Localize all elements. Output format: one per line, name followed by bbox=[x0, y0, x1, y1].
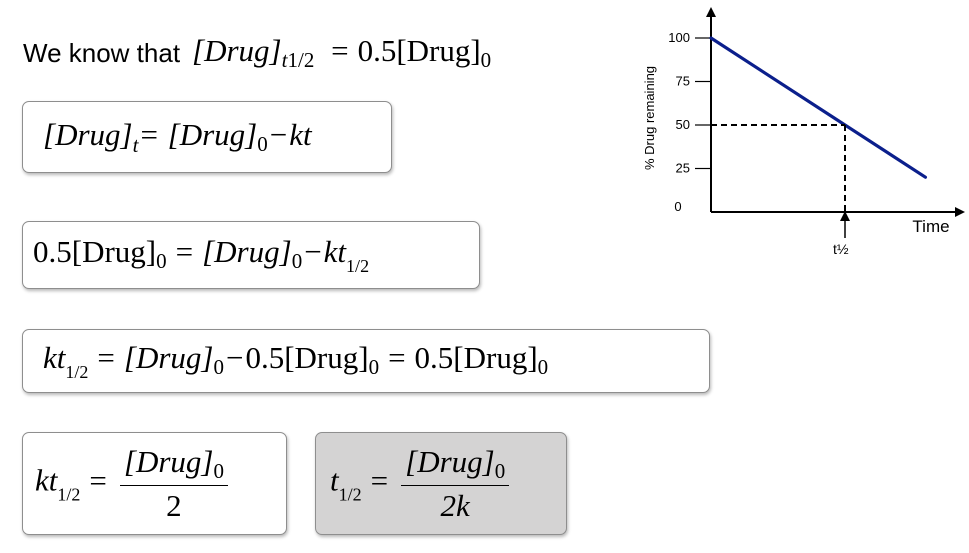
y-tick-label: 50 bbox=[676, 117, 690, 132]
equation-2: 0.5[Drug]0=[Drug]0−kt1/2 bbox=[33, 233, 370, 276]
intro-line: We know that [Drug]t1/2 =0.5[Drug]0 bbox=[23, 30, 491, 76]
intro-rhs-subscript: 0 bbox=[480, 48, 492, 72]
intro-equals: = bbox=[331, 33, 349, 68]
y-axis-label: % Drug remaining bbox=[642, 66, 657, 170]
intro-rhs: 0.5[Drug] bbox=[357, 33, 481, 68]
intro-lhs: [Drug] bbox=[192, 33, 282, 68]
y-tick-label: 0 bbox=[674, 199, 681, 214]
equation-box-2: 0.5[Drug]0=[Drug]0−kt1/2 bbox=[22, 221, 480, 289]
y-tick-label: 25 bbox=[676, 161, 690, 176]
equation-box-3: kt1/2=[Drug]0−0.5[Drug]0=0.5[Drug]0 bbox=[22, 329, 710, 393]
half-life-label: t½ bbox=[833, 241, 849, 257]
y-tick-label: 100 bbox=[668, 30, 690, 45]
series-line bbox=[709, 36, 928, 179]
equation-box-1: [Drug]t= [Drug]0−kt bbox=[22, 101, 392, 173]
equation-1: [Drug]t= [Drug]0−kt bbox=[43, 116, 312, 157]
intro-lhs-subscript: t1/2 bbox=[281, 48, 315, 72]
y-tick-label: 75 bbox=[676, 74, 690, 89]
intro-text: We know that bbox=[23, 37, 181, 68]
x-axis-label: Time bbox=[912, 217, 949, 236]
intro-equation: [Drug]t1/2 =0.5[Drug]0 bbox=[192, 35, 491, 71]
equation-3: kt1/2=[Drug]0−0.5[Drug]0=0.5[Drug]0 bbox=[43, 339, 549, 382]
